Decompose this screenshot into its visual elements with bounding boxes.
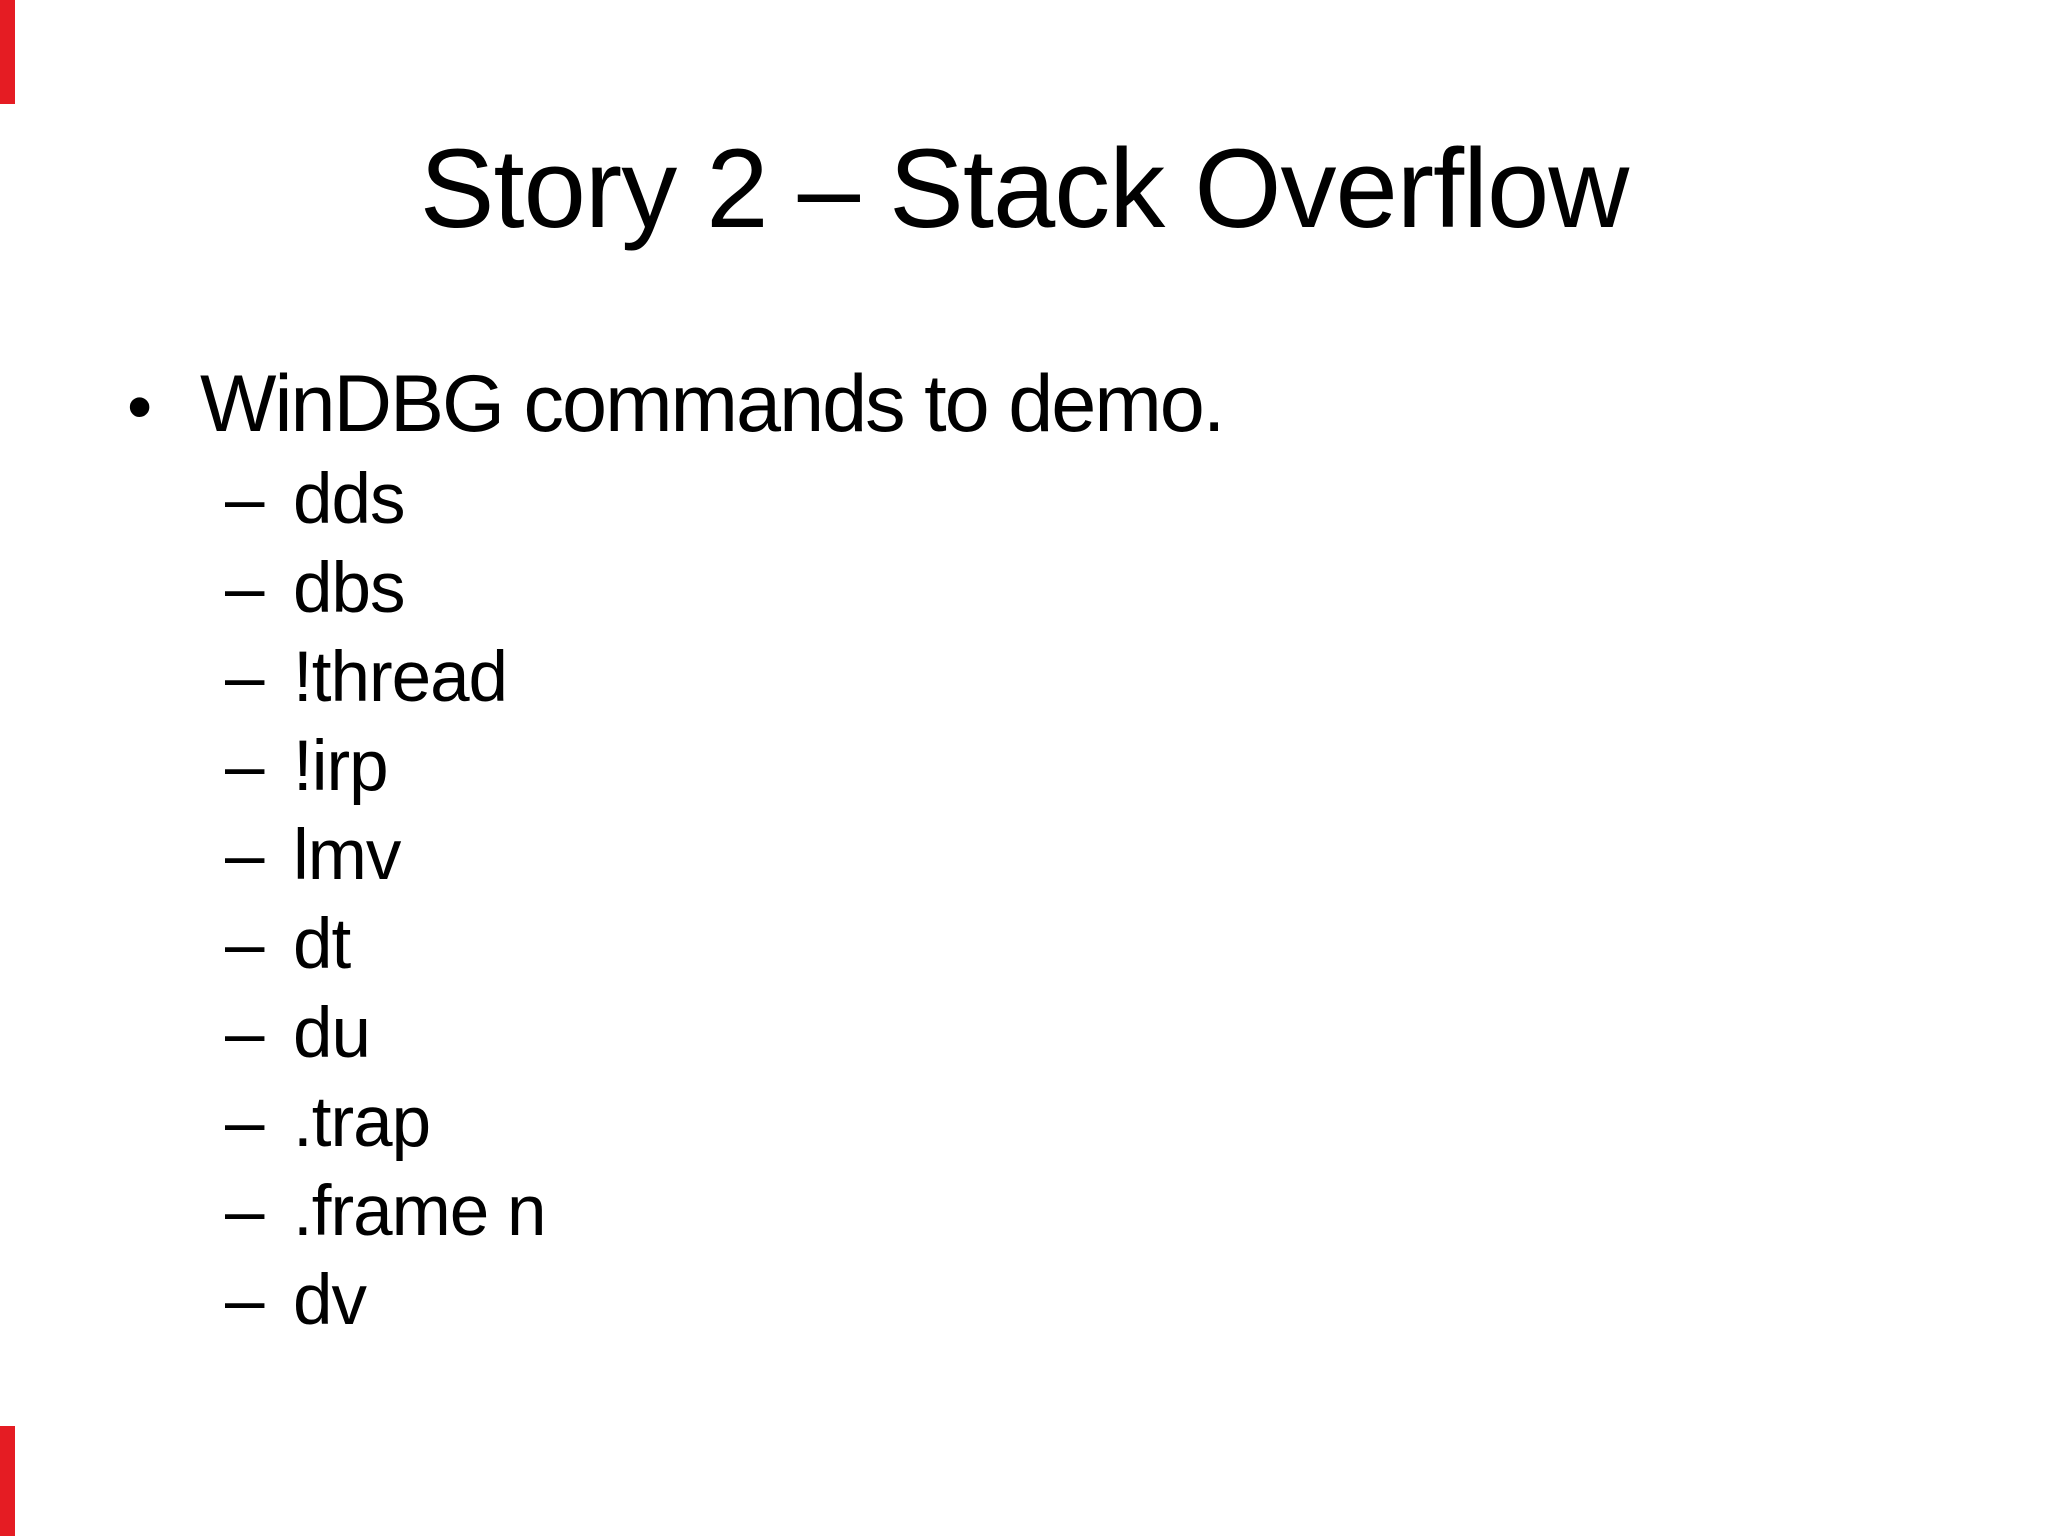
dash-marker: –: [225, 1083, 265, 1162]
sub-bullet-text: du: [293, 994, 371, 1073]
sub-bullet-text: .trap: [293, 1083, 431, 1162]
slide-title: Story 2 – Stack Overflow: [419, 126, 1629, 251]
list-item: – dds: [225, 455, 545, 544]
sub-bullet-text: dv: [293, 1261, 367, 1340]
list-item: – dv: [225, 1256, 545, 1345]
sub-bullet-text: !thread: [293, 638, 508, 717]
list-item: – du: [225, 989, 545, 1078]
dash-marker: –: [225, 1172, 265, 1251]
bullet-text: WinDBG commands to demo.: [200, 359, 1225, 449]
list-item: – .frame n: [225, 1167, 546, 1256]
bullet-dot-marker: •: [127, 367, 153, 447]
sub-bullet-text: lmv: [293, 816, 401, 895]
sub-bullet-text: dbs: [293, 549, 405, 628]
sub-bullet-text: !irp: [293, 727, 389, 806]
sub-bullet-list: – dds – dbs – !thread – !irp – lmv – dt …: [225, 455, 546, 1345]
dash-marker: –: [225, 638, 265, 717]
dash-marker: –: [225, 994, 265, 1073]
dash-marker: –: [225, 549, 265, 628]
dash-marker: –: [225, 727, 265, 806]
list-item: – !irp: [225, 722, 545, 811]
list-item: – dt: [225, 900, 545, 989]
dash-marker: –: [225, 460, 265, 539]
dash-marker: –: [225, 816, 265, 895]
sub-bullet-text: dds: [293, 460, 405, 539]
sub-bullet-text: .frame n: [293, 1172, 546, 1251]
left-edge-red-artifact-top: [0, 0, 15, 104]
list-item: – lmv: [225, 811, 545, 900]
list-item: – .trap: [225, 1078, 545, 1167]
dash-marker: –: [225, 905, 265, 984]
list-item: – !thread: [225, 633, 545, 722]
bullet-item: • WinDBG commands to demo.: [127, 356, 1225, 455]
list-item: – dbs: [225, 544, 545, 633]
sub-bullet-text: dt: [293, 905, 351, 984]
left-edge-red-artifact-bottom: [0, 1426, 15, 1536]
dash-marker: –: [225, 1261, 265, 1340]
